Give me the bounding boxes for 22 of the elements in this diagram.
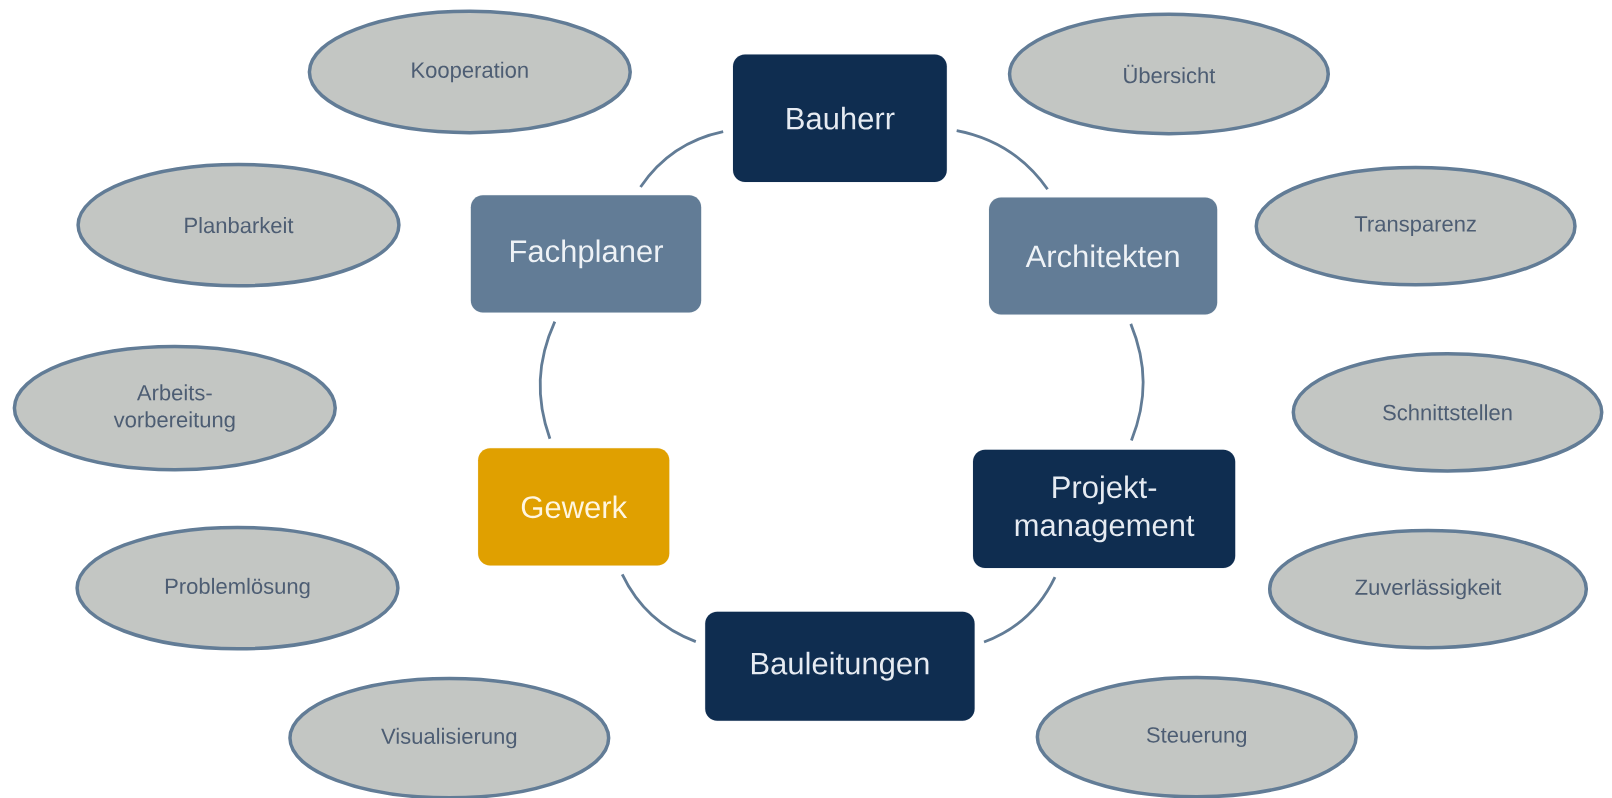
connector-arc	[956, 129, 1049, 190]
ellipse-label: Transparenz	[1254, 165, 1577, 287]
role-box: Fachplaner	[470, 195, 702, 313]
ellipse-label: Problemlösung	[75, 525, 400, 651]
ellipse-label: Zuverlässigkeit	[1267, 528, 1589, 650]
role-box: Architekten	[988, 197, 1218, 315]
ellipse-label: Arbeits- vorbereitung	[12, 344, 337, 472]
connector-arc	[639, 130, 724, 188]
role-box: Gewerk	[478, 448, 670, 566]
role-box: Projekt- management	[972, 449, 1236, 569]
ellipse-label: Visualisierung	[288, 676, 611, 798]
connector-arc	[983, 576, 1057, 644]
ellipse-label: Kooperation	[307, 9, 632, 135]
ellipse-label: Schnittstellen	[1291, 351, 1604, 473]
role-box: Bauherr	[732, 54, 947, 182]
ellipse-label: Steuerung	[1035, 675, 1358, 798]
connector-arc	[538, 321, 557, 440]
role-box: Bauleitungen	[705, 611, 975, 721]
ellipse-label: Übersicht	[1007, 12, 1330, 136]
connector-arc	[621, 573, 697, 643]
connector-arc	[1129, 323, 1145, 441]
ellipse-label: Planbarkeit	[76, 162, 401, 288]
